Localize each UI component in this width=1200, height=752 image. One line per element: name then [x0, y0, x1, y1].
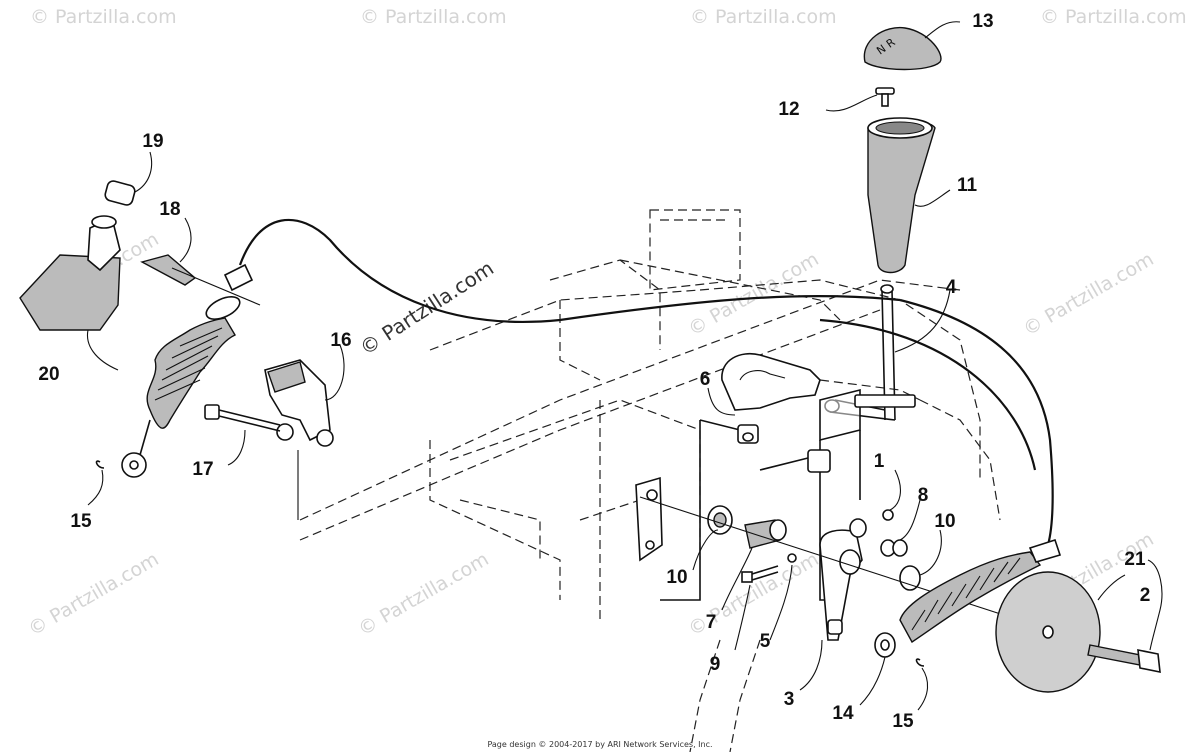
callout-21: 21 — [1124, 549, 1146, 570]
bolt-2 — [1087, 644, 1161, 673]
callout-1: 1 — [873, 451, 885, 472]
clip-15-left — [95, 460, 105, 469]
cable-spring-right — [899, 538, 1062, 644]
gate-plate-6 — [660, 353, 821, 601]
disc-21 — [995, 571, 1101, 693]
screw-12 — [875, 87, 895, 107]
callout-3: 3 — [783, 689, 795, 710]
washer-14 — [874, 632, 896, 658]
callout-15-right: 15 — [892, 711, 914, 732]
washer-5 — [787, 553, 797, 563]
cable-spring-left — [121, 263, 254, 478]
bolt-17 — [204, 404, 281, 432]
callout-9: 9 — [709, 654, 721, 675]
callout-15-left: 15 — [70, 511, 92, 532]
callout-11: 11 — [956, 175, 978, 196]
shift-lever-4 — [819, 284, 916, 601]
callout-13: 13 — [972, 11, 994, 32]
leader-lines — [86, 21, 1163, 711]
callout-16: 16 — [330, 330, 352, 351]
callout-8: 8 — [917, 485, 929, 506]
callout-10-left: 10 — [666, 567, 688, 588]
bracket-plate-left — [635, 476, 663, 562]
cap-19 — [104, 180, 136, 206]
shift-grip-11 — [867, 117, 936, 274]
spring-8 — [880, 539, 908, 557]
clip-15-right — [915, 658, 925, 667]
clip-18 — [140, 254, 261, 306]
callout-17: 17 — [192, 459, 214, 480]
callout-19: 19 — [142, 131, 164, 152]
pin-9 — [741, 565, 779, 583]
callout-7: 7 — [705, 612, 717, 633]
bushing-10-right — [899, 565, 921, 591]
callout-4: 4 — [945, 277, 957, 298]
callout-18: 18 — [159, 199, 181, 220]
axis-line — [639, 496, 1051, 631]
callout-12: 12 — [778, 99, 800, 120]
callout-20: 20 — [38, 364, 60, 385]
lever-arm-3 — [819, 518, 867, 641]
washer-1 — [882, 509, 894, 521]
bolt-center — [759, 449, 831, 473]
knob-cap-13: N R — [863, 26, 942, 71]
callout-6: 6 — [699, 369, 711, 390]
shifter-cover-20 — [19, 215, 121, 331]
callout-10-right: 10 — [934, 511, 956, 532]
callout-5: 5 — [759, 631, 771, 652]
bracket-16 — [264, 359, 334, 520]
callout-14: 14 — [832, 703, 854, 724]
copyright-footer: Page design © 2004-2017 by ARI Network S… — [487, 740, 713, 749]
callout-2: 2 — [1139, 585, 1151, 606]
bushing-10-left — [707, 505, 733, 535]
bushing-7 — [744, 519, 787, 549]
shift-cable — [238, 218, 1054, 546]
